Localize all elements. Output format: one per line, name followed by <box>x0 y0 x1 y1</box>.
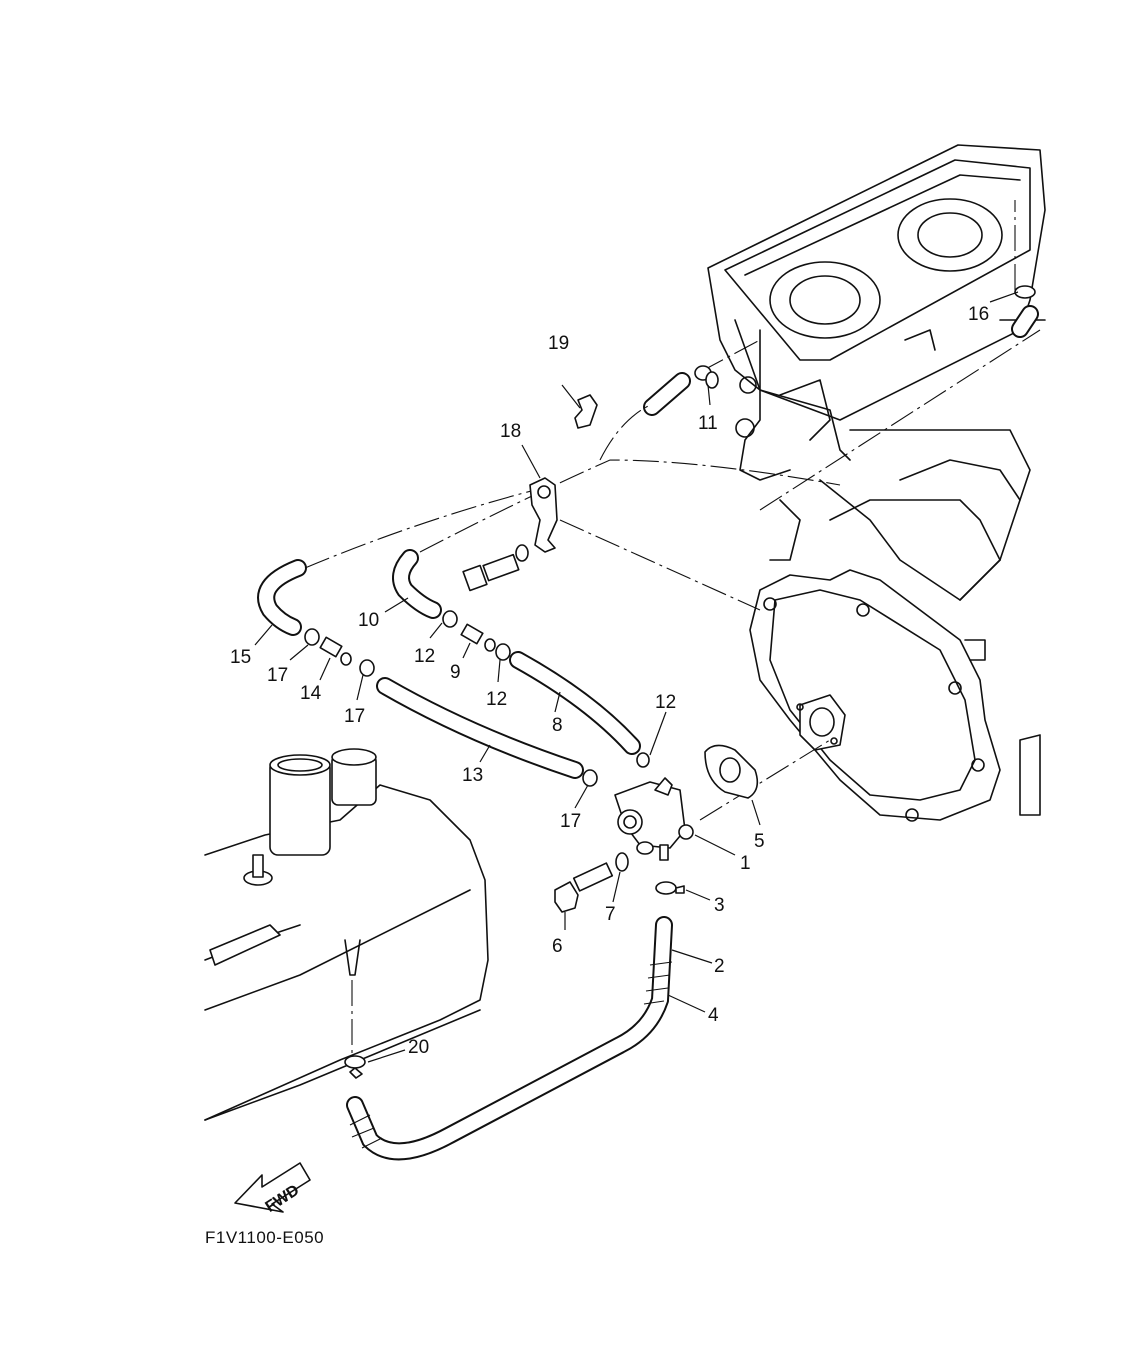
callout-17b: 17 <box>344 706 365 727</box>
callout-1: 1 <box>740 853 751 874</box>
routing-lines <box>304 200 1041 821</box>
callout-16: 16 <box>968 304 989 325</box>
hose-8 <box>509 651 641 755</box>
bolt-18 <box>462 544 529 592</box>
engine-block <box>707 144 1046 601</box>
callout-7: 7 <box>605 904 616 925</box>
callout-6: 6 <box>552 936 563 957</box>
callout-3: 3 <box>714 895 725 916</box>
callout-5: 5 <box>754 831 765 852</box>
callout-18: 18 <box>500 421 521 442</box>
callout-17a: 17 <box>267 665 288 686</box>
callout-4: 4 <box>708 1005 719 1026</box>
callout-12a: 12 <box>414 646 435 667</box>
clamp-11 <box>694 365 719 389</box>
callout-19: 19 <box>548 333 569 354</box>
callout-11: 11 <box>698 413 718 434</box>
oil-pump-1 <box>614 777 694 861</box>
flywheel-cover <box>749 569 1041 822</box>
hose-16 <box>1011 305 1039 338</box>
clamp-3 <box>655 881 685 895</box>
callout-8: 8 <box>552 715 563 736</box>
oil-tank <box>204 748 489 1121</box>
callout-9: 9 <box>450 662 461 683</box>
callout-17c: 17 <box>560 811 581 832</box>
joints <box>304 610 650 787</box>
callout-10: 10 <box>358 610 379 631</box>
hose-11-upper <box>643 372 691 416</box>
hose-13 <box>376 677 584 779</box>
callout-12b: 12 <box>486 689 507 710</box>
clamp-16 <box>1014 285 1036 299</box>
hose-15 <box>257 559 307 636</box>
callout-12c: 12 <box>655 692 676 713</box>
bolt-6 <box>554 852 629 913</box>
hose-2-4 <box>346 916 673 1161</box>
diagram-code: F1V1100-E050 <box>205 1228 325 1247</box>
clamp-20 <box>344 1055 366 1079</box>
clip-19 <box>574 394 598 429</box>
gasket-5 <box>704 744 759 799</box>
fwd-arrow: FWD <box>234 1162 311 1216</box>
hose-10 <box>392 549 442 619</box>
callout-14: 14 <box>300 683 322 704</box>
callout-13: 13 <box>462 765 483 786</box>
callout-2: 2 <box>714 956 725 977</box>
clamp-18 <box>529 477 558 553</box>
callouts: 19 18 11 16 15 10 12 9 12 17 14 17 8 12 … <box>230 304 989 1058</box>
callout-15: 15 <box>230 647 251 668</box>
callout-20: 20 <box>408 1037 429 1058</box>
leader-lines <box>254 291 1019 1063</box>
